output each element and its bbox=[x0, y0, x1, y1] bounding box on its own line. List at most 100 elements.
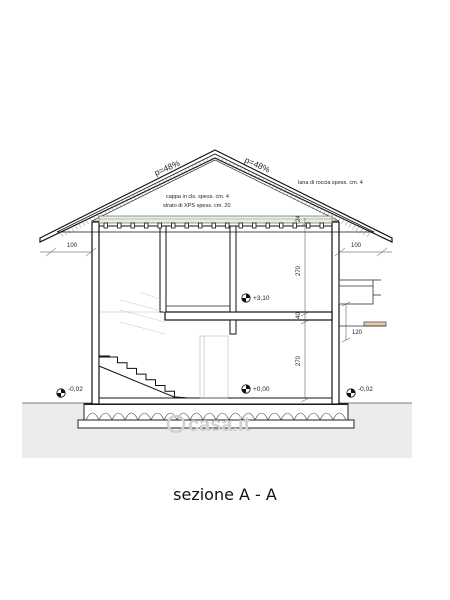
roof-layer-note-1: cappa in cls. spess. cm. 4 bbox=[166, 194, 229, 200]
roof-hatch-line bbox=[257, 176, 261, 182]
watermark-text: casa.it bbox=[188, 414, 251, 436]
roof-hatch-line bbox=[173, 174, 177, 180]
roof bbox=[39, 149, 393, 243]
roof-hatch-line bbox=[300, 198, 305, 204]
roof-layer-note-2: strato di XPS spess. cm. 20 bbox=[163, 203, 231, 209]
level-exterior-right-label: -0,02 bbox=[358, 386, 373, 393]
ground-floor-slab bbox=[98, 397, 333, 405]
roof-hatch-line bbox=[268, 181, 272, 188]
rafter-end bbox=[306, 222, 311, 229]
floor-slab-dim: 40 bbox=[296, 312, 302, 319]
roof-hatch-line bbox=[143, 189, 148, 195]
roof-hatch-line bbox=[89, 217, 93, 223]
vault-arc bbox=[280, 412, 295, 421]
roof-hatch-line bbox=[279, 187, 283, 193]
roof-hatch-line bbox=[59, 231, 64, 238]
roof-hatch-line bbox=[195, 163, 199, 169]
vault-arc bbox=[85, 412, 100, 421]
roof-hatch-line bbox=[322, 209, 327, 215]
eave-right-dim: 100 bbox=[351, 243, 362, 249]
rafter-end bbox=[117, 222, 122, 229]
rafter-end bbox=[225, 222, 230, 229]
rafter-end bbox=[157, 222, 162, 229]
roof-hatch-line bbox=[132, 194, 137, 201]
roof-hatch-line bbox=[151, 185, 155, 191]
roof-hatch-line bbox=[114, 204, 119, 210]
vault-arc bbox=[163, 412, 178, 421]
door-outline bbox=[199, 335, 229, 399]
roof-hatch-line bbox=[315, 205, 319, 212]
roof-hatch-line bbox=[344, 220, 349, 226]
roof-hatch-line bbox=[111, 205, 115, 212]
roof-hatch-line bbox=[282, 189, 287, 195]
roof-hatch-line bbox=[220, 157, 224, 163]
roof-hatch-line bbox=[224, 159, 228, 165]
rafter-end bbox=[292, 222, 297, 229]
level-exterior-left-label: -0,02 bbox=[68, 386, 83, 393]
vault-arc bbox=[98, 412, 113, 421]
roof-hatch-line bbox=[74, 224, 78, 230]
upper-partition-left bbox=[159, 225, 167, 313]
roof-hatch-line bbox=[92, 215, 97, 221]
roof-hatch-line bbox=[249, 172, 254, 178]
roof-hatch-line bbox=[129, 196, 133, 202]
roof-hatch-line bbox=[147, 187, 151, 193]
rafter-end bbox=[130, 222, 135, 229]
roof-hatch-line bbox=[337, 217, 341, 223]
vault-arc bbox=[319, 412, 334, 421]
level-marker-upper bbox=[241, 293, 251, 303]
vault-arc bbox=[241, 412, 256, 421]
vault-arc bbox=[332, 412, 347, 421]
intermediate-slab bbox=[164, 311, 333, 321]
roof-hatch-line bbox=[319, 207, 323, 214]
roof-hatch-line bbox=[286, 191, 290, 197]
roof-hatch-line bbox=[162, 179, 166, 186]
roof-hatch-line bbox=[348, 222, 352, 228]
roof-hatch-line bbox=[202, 159, 206, 165]
rafter-end bbox=[144, 222, 149, 229]
rafter-end bbox=[319, 222, 324, 229]
roof-hatch-line bbox=[85, 218, 89, 225]
vault-arc bbox=[150, 412, 165, 421]
roof-hatch-line bbox=[209, 155, 214, 162]
rafter-end bbox=[211, 222, 216, 229]
rafter-end bbox=[184, 222, 189, 229]
roof-hatch-line bbox=[158, 181, 162, 188]
roof-hatch-line bbox=[238, 167, 243, 173]
vault-arc bbox=[254, 412, 269, 421]
roof-hatch-line bbox=[78, 222, 82, 228]
roof-hatch-line bbox=[253, 174, 257, 180]
roof-hatch-line bbox=[341, 218, 345, 225]
roof-hatch-line bbox=[359, 228, 363, 234]
rafter-end bbox=[252, 222, 257, 229]
roof-hatch-line bbox=[70, 226, 75, 232]
stair bbox=[98, 355, 189, 399]
roof-hatch-line bbox=[304, 200, 308, 206]
left-exterior-wall bbox=[91, 221, 100, 405]
right-exterior-wall bbox=[331, 221, 340, 405]
level-ground-label: +0,00 bbox=[253, 386, 270, 393]
roof-hatch-line bbox=[125, 198, 130, 204]
roof-hatch-line bbox=[165, 178, 170, 184]
roof-hatch-line bbox=[67, 228, 71, 234]
vault-arc bbox=[267, 412, 282, 421]
rafter-end bbox=[198, 222, 203, 229]
section-caption: sezione A - A bbox=[173, 485, 277, 504]
roof-hatch-line bbox=[176, 172, 181, 178]
roof-hatch-line bbox=[297, 196, 301, 202]
insulation-note: lana di roccia spess. cm. 4 bbox=[298, 180, 363, 186]
roof-hatch-line bbox=[260, 178, 265, 184]
vault-arc bbox=[306, 412, 321, 421]
vault-arc bbox=[215, 412, 230, 421]
roof-hatch-line bbox=[289, 192, 294, 199]
roof-hatch-line bbox=[81, 220, 86, 226]
level-upper-label: +3,10 bbox=[253, 295, 270, 302]
roof-hatch-line bbox=[107, 207, 111, 214]
roof-hatch-line bbox=[308, 202, 312, 208]
vault-arc bbox=[176, 412, 191, 421]
right-balcony bbox=[338, 279, 387, 327]
vault-arc bbox=[228, 412, 243, 421]
roof-hatch-line bbox=[246, 170, 250, 176]
roof-hatch-line bbox=[355, 226, 360, 232]
